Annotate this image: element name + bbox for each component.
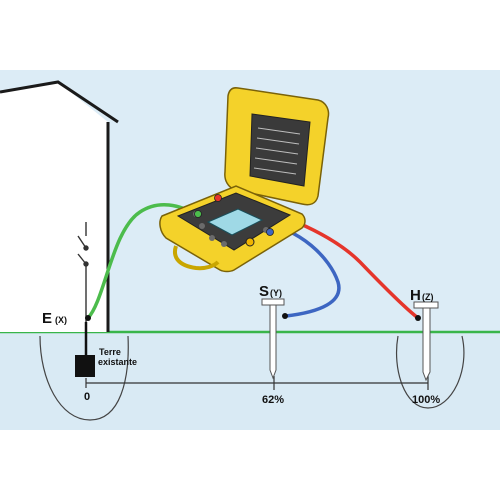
terminal-h-letter: H [410,287,421,304]
scale-label-start: 0 [84,391,90,403]
switch-icon [77,222,89,322]
test-stake-s-icon [261,298,285,380]
house-icon [0,80,119,332]
ground-bowl-h [396,335,465,409]
ground-tester-icon [159,87,330,273]
scale-label-end: 100% [412,394,440,406]
ground-bowl-e [39,335,129,421]
electrode-label-line2: existante [98,357,137,367]
terminal-e-sub: (X) [55,315,67,325]
ground-area [0,332,500,430]
scale-label-mid: 62% [262,394,284,406]
connector-e [85,315,91,321]
terminal-s-letter: S [259,283,269,300]
terminal-s-sub: (Y) [270,288,282,298]
green-test-lead [86,203,200,320]
terminal-h-sub: (Z) [422,292,434,302]
ground-electrode-icon [75,355,95,377]
distance-scale [85,376,429,390]
connector-h [415,315,421,321]
connector-s [282,313,288,319]
test-stake-h-icon [413,301,439,382]
electrode-label-line1: Terre [99,347,121,357]
terminal-e-letter: E [42,310,52,327]
